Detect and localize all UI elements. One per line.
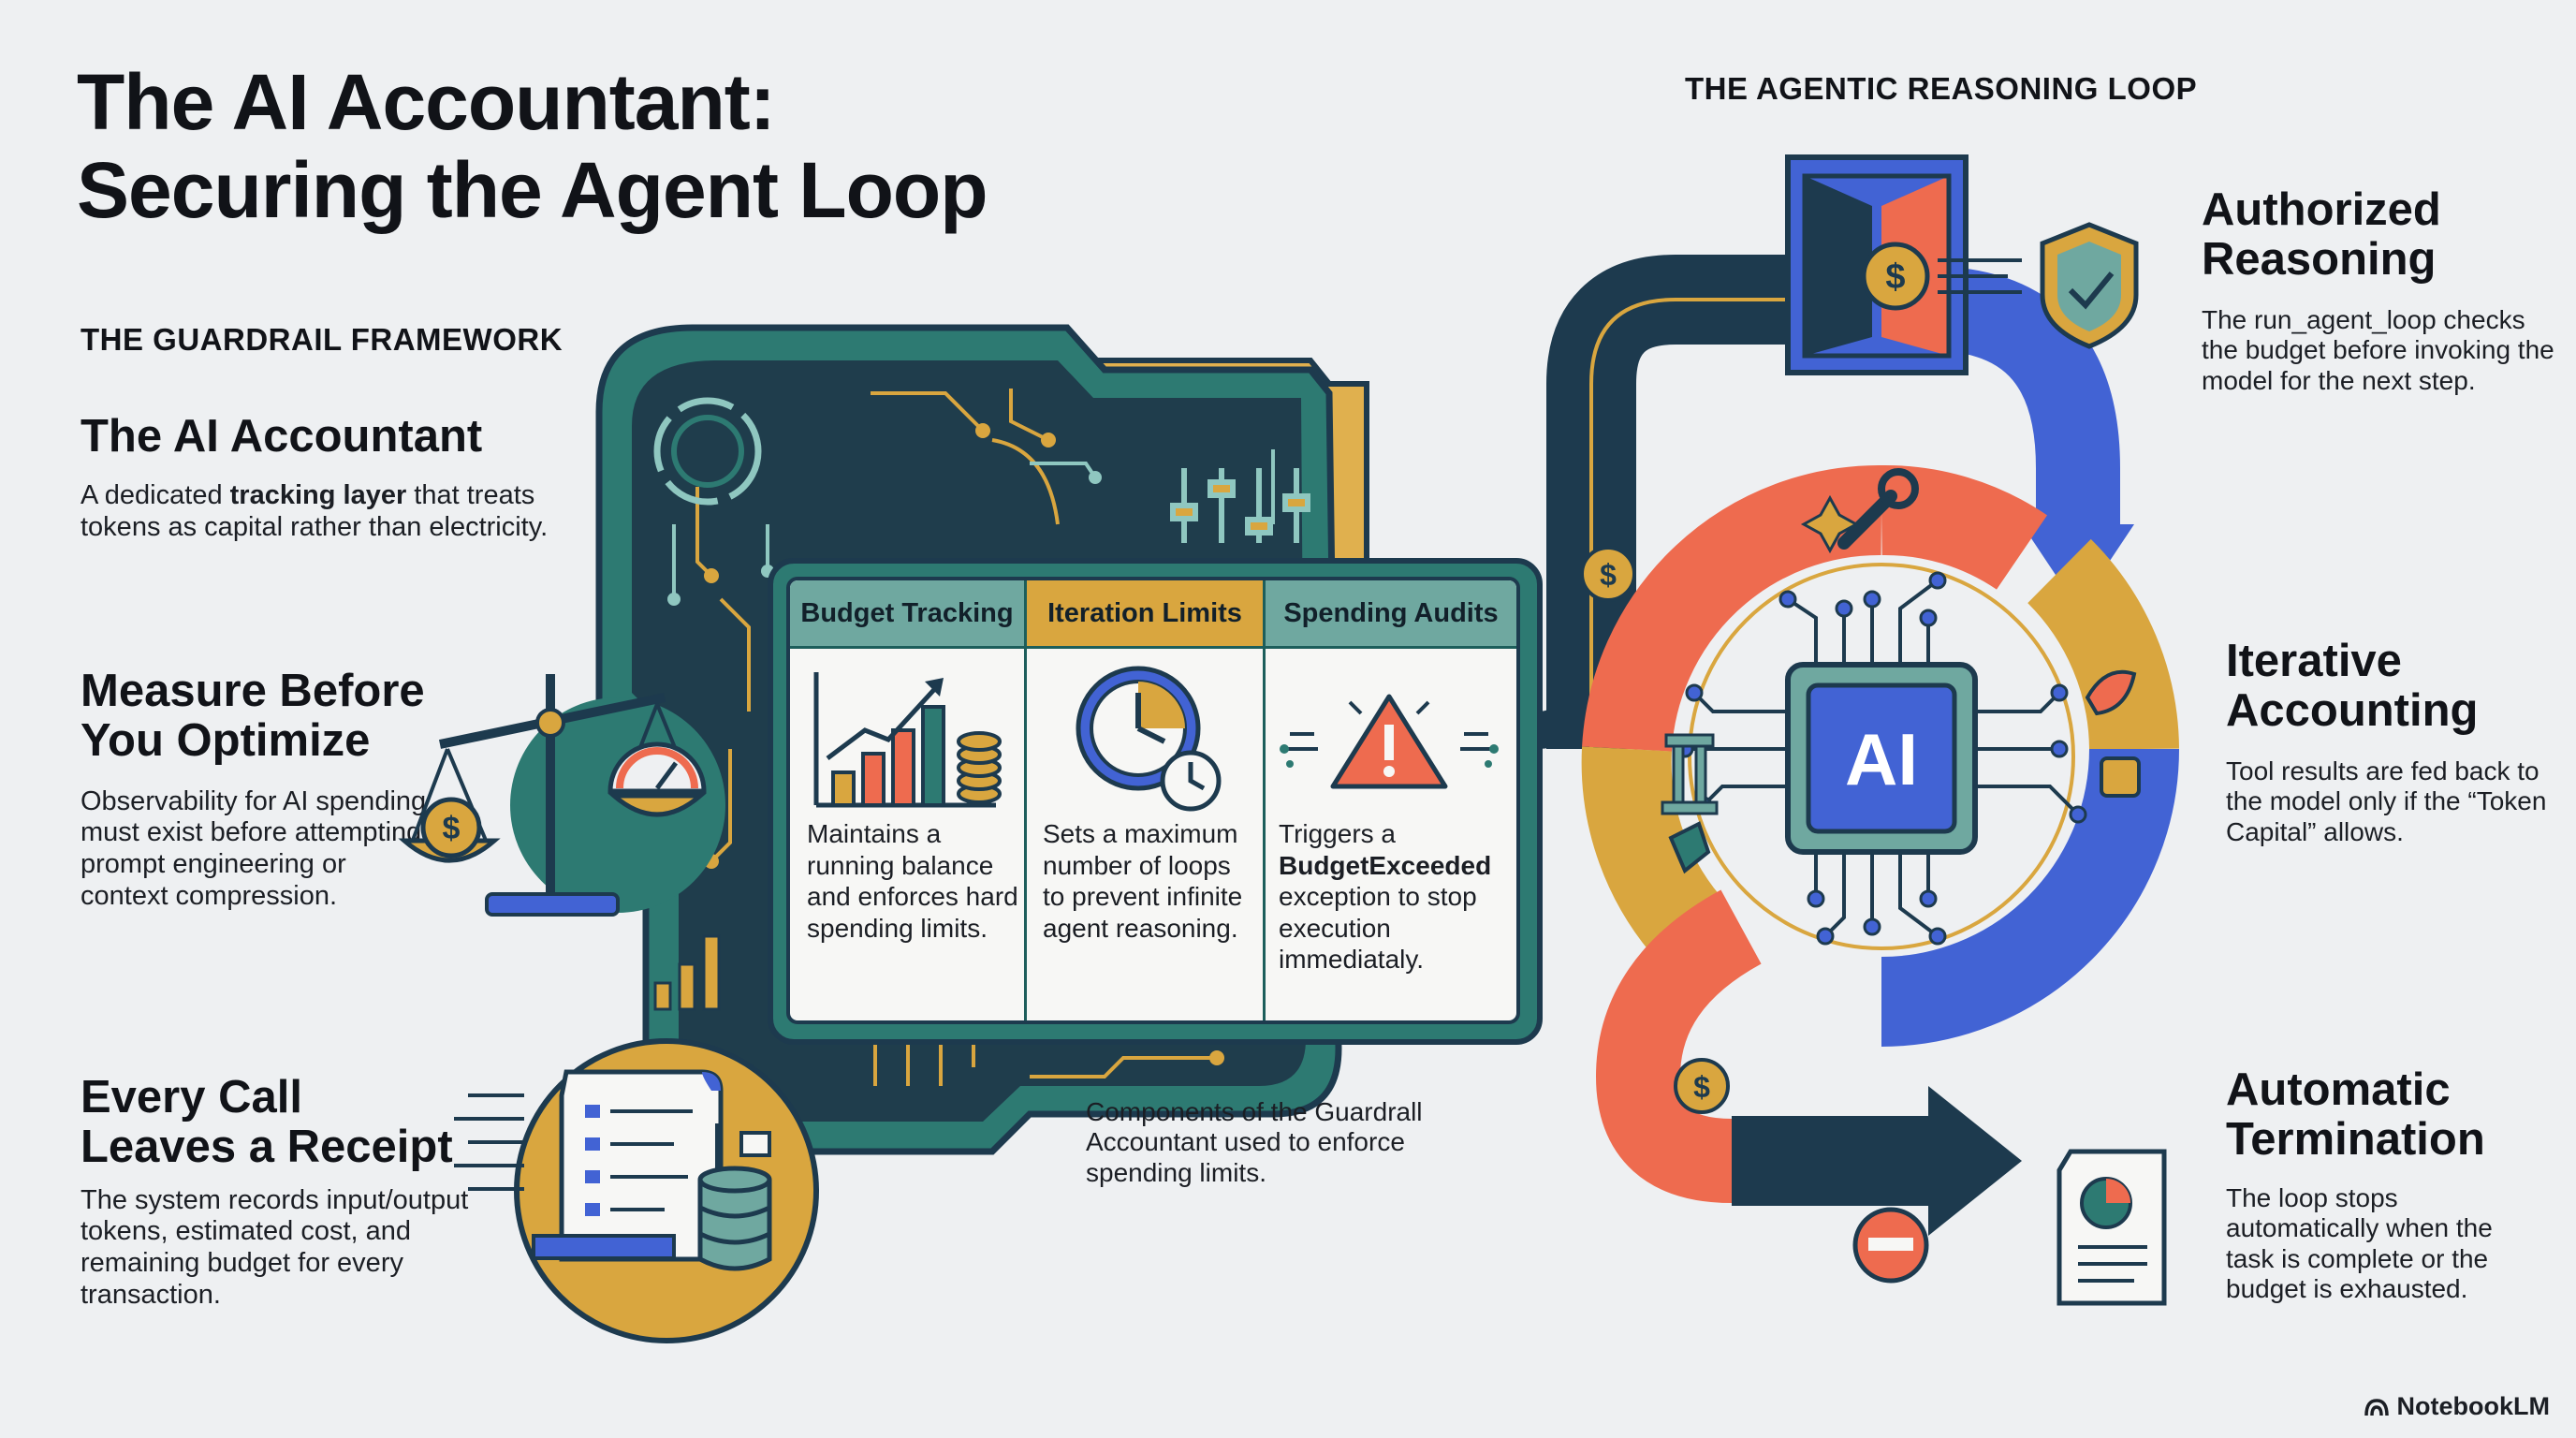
column-divider: [1024, 646, 1027, 1020]
section-text: The loop stops automatically when the ta…: [2226, 1182, 2493, 1304]
section-text: The run_agent_loop checks the budget bef…: [2202, 304, 2554, 395]
balance-scale-icon: $: [398, 674, 725, 917]
brand-name: NotebookLM: [2396, 1392, 2550, 1420]
pillar-icon: [1661, 733, 1719, 815]
warning-triangle-icon: [1280, 694, 1499, 789]
sparkle-icon: [1800, 494, 1860, 554]
svg-text:$: $: [1693, 1070, 1710, 1104]
shield-icon: [2040, 222, 2139, 349]
section-ai-accountant: The AI Accountant A dedicated tracking l…: [80, 412, 567, 543]
header-divider: [790, 646, 1516, 649]
clock-icon: [1076, 666, 1222, 812]
budget-tracking-text: Maintains a running balance and enforces…: [807, 819, 1018, 943]
guardrail-framework-kicker: THE GUARDRAIL FRAMEWORK: [80, 322, 564, 357]
agentic-loop-diagram: $ $ $: [1546, 154, 2179, 1306]
brand-footer[interactable]: NotebookLM: [2364, 1392, 2550, 1421]
column-header-iteration-limits: Iteration Limits: [1027, 580, 1266, 646]
column-header-spending-audits: Spending Audits: [1266, 580, 1516, 646]
section-text: Tool results are fed back to the model o…: [2226, 756, 2547, 846]
section-text: The system records input/output tokens, …: [80, 1184, 469, 1310]
column-header-budget-tracking: Budget Tracking: [790, 580, 1027, 646]
coral-loop-arrow: [1595, 889, 1763, 1203]
receipt-database-icon: [454, 1038, 819, 1343]
coin-icon: [1580, 546, 1636, 602]
report-document-icon: [2056, 1149, 2167, 1306]
blue-loop-arrow: [1942, 267, 2120, 534]
section-text: Observability for AI spending must exist…: [80, 785, 427, 911]
plug-icon: [2100, 756, 2141, 798]
ai-chip-label: AI: [1845, 718, 1918, 800]
notebooklm-logo-icon: [2364, 1398, 2389, 1416]
page-title: The AI Accountant: Securing the Agent Lo…: [77, 58, 1106, 234]
gate-icon: $: [1785, 154, 2022, 375]
title-line-1: The AI Accountant:: [77, 58, 776, 146]
svg-text:$: $: [443, 811, 461, 846]
section-text: A dedicated tracking layer that treats t…: [80, 479, 549, 542]
spending-audits-text: Triggers a BudgetExceeded exception to s…: [1279, 819, 1492, 975]
panel-caption: Components of the Guardrall Accountant u…: [1086, 1097, 1423, 1187]
section-heading: The AI Accountant: [80, 411, 483, 462]
components-table: Budget Tracking Iteration Limits Spendin…: [786, 577, 1520, 1024]
bold-term: tracking layer: [229, 479, 407, 510]
iteration-limits-text: Sets a maximum number of loops to preven…: [1043, 819, 1243, 943]
leaf-icon: [2085, 669, 2137, 716]
coin-icon: [1674, 1058, 1730, 1114]
bold-term: BudgetExceeded: [1279, 850, 1492, 880]
svg-text:$: $: [1600, 558, 1617, 592]
agentic-loop-kicker: THE AGENTIC REASONING LOOP: [1685, 71, 2198, 106]
title-line-2: Securing the Agent Loop: [77, 146, 988, 235]
trowel-icon: [1668, 821, 1711, 874]
svg-text:$: $: [1885, 257, 1905, 297]
growth-chart-coins-icon: [813, 672, 1002, 808]
column-divider: [1263, 646, 1266, 1020]
wrench-icon: [1837, 468, 1919, 550]
guardrail-components-panel: Budget Tracking Iteration Limits Spendin…: [768, 558, 1543, 1045]
